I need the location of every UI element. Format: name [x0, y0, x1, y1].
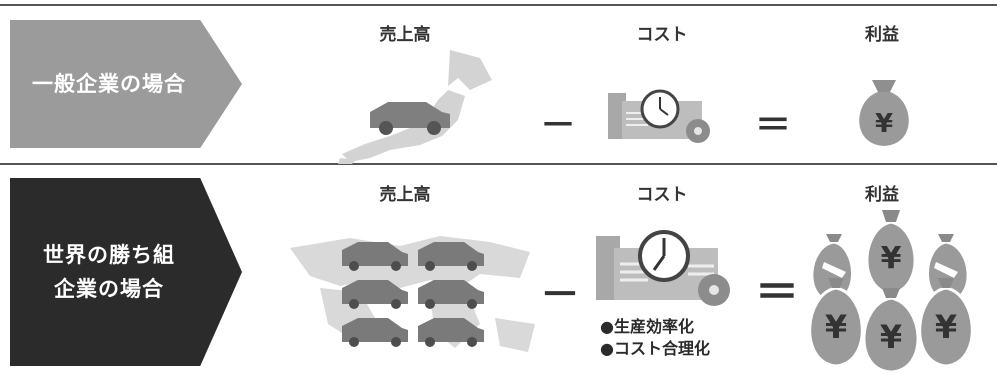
svg-text:¥: ¥: [881, 241, 902, 276]
row2-minus-operator: －: [540, 272, 580, 318]
row1-label-line: 一般企業の場合: [32, 72, 186, 96]
row2-label: 世界の勝ち組 企業の場合: [43, 238, 209, 306]
middle-divider: [0, 163, 997, 165]
top-divider: [0, 4, 997, 6]
svg-text:¥: ¥: [825, 308, 847, 346]
svg-text:¥: ¥: [880, 318, 902, 356]
row2-equals-operator: ＝: [755, 267, 799, 318]
cost-reduction-bullets: ●生産効率化 ●コスト合理化: [600, 316, 710, 360]
row1-profit-header: 利益: [865, 25, 899, 45]
factory-clock-gear-icon: [608, 89, 710, 143]
row1-label-chevron: 一般企業の場合: [10, 20, 242, 148]
bullet-production-efficiency: ●生産効率化: [600, 317, 694, 336]
world-map-with-cars-icon: [290, 236, 535, 352]
row1-equals-operator: ＝: [755, 105, 792, 146]
row2-profit-header: 利益: [865, 185, 899, 205]
yen-money-bags-pile-icon: ¥ ¥ ¥ ¥: [808, 210, 974, 374]
row1-minus-operator: －: [540, 105, 577, 146]
japan-map-with-car-icon: [338, 50, 492, 164]
factory-clock-gear-icon: [596, 230, 730, 306]
yen-money-bag-icon: ¥: [859, 80, 909, 146]
svg-text:¥: ¥: [875, 109, 893, 139]
row2-label-chevron: 世界の勝ち組 企業の場合: [10, 178, 242, 366]
row2-cost-header: コスト: [636, 185, 688, 205]
row1-cost-header: コスト: [636, 25, 688, 45]
row2-sales-header: 売上高: [379, 185, 431, 205]
bullet-cost-rationalization: ●コスト合理化: [600, 339, 710, 358]
svg-text:¥: ¥: [935, 308, 957, 346]
row2-label-line-2: 企業の場合: [54, 277, 164, 301]
row2-label-line-1: 世界の勝ち組: [43, 243, 175, 267]
row1-sales-header: 売上高: [379, 25, 431, 45]
row1-label: 一般企業の場合: [32, 67, 220, 101]
